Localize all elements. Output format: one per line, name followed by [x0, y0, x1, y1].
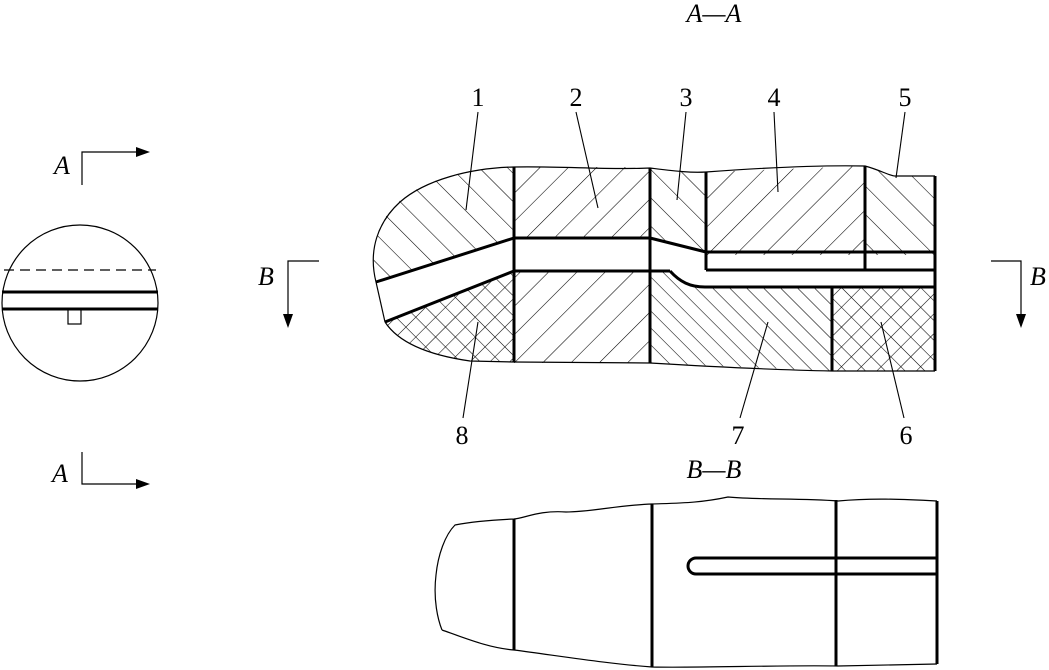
part-1-region	[373, 167, 514, 282]
part-5-region	[865, 166, 935, 255]
section-bb-view	[434, 496, 939, 668]
section-aa-view: 1 2 3 4 5 6 7 8	[372, 83, 937, 450]
end-view-outline	[1, 224, 159, 382]
leader-2	[575, 111, 599, 209]
leader-6	[880, 321, 905, 419]
part-number-5: 5	[899, 83, 912, 112]
bb-runner-slot	[686, 556, 937, 576]
part-number-3: 3	[680, 83, 693, 112]
part-number-6: 6	[900, 421, 913, 450]
part-number-4: 4	[768, 83, 781, 112]
key-slot	[67, 308, 82, 325]
section-title-bb: B—B	[687, 455, 742, 484]
cut-mark-b-left: B	[258, 260, 319, 328]
cut-mark-b-right-label: B	[1030, 262, 1046, 291]
channel-lower-curve	[668, 269, 935, 289]
end-view	[1, 224, 159, 382]
break-line-top	[372, 165, 935, 283]
section-title-aa: A—A	[685, 0, 742, 28]
part-number-2: 2	[570, 83, 583, 112]
leader-7	[739, 321, 769, 419]
cut-mark-b-right: B	[991, 260, 1046, 328]
channel-nose-edge	[375, 281, 386, 323]
part-3-region	[650, 168, 706, 252]
part-number-7: 7	[732, 421, 745, 450]
leader-5	[895, 111, 906, 179]
part-8-region	[385, 271, 514, 362]
bb-outline-top	[434, 496, 938, 631]
cut-mark-a-bottom-label: A	[50, 459, 68, 488]
part-2-region	[514, 167, 650, 238]
bb-outline-bottom	[441, 629, 938, 668]
break-line-bottom	[384, 321, 935, 372]
part-2-lower-region	[514, 271, 650, 363]
cut-mark-a-bottom: A	[50, 452, 150, 489]
part-number-1: 1	[472, 83, 485, 112]
part-number-8: 8	[456, 421, 469, 450]
leader-4	[773, 111, 779, 193]
leader-1	[465, 111, 479, 211]
cut-mark-a-top-label: A	[52, 151, 70, 180]
cut-mark-b-left-label: B	[258, 262, 274, 291]
leader-3	[676, 111, 687, 201]
cut-mark-a-top: A	[52, 147, 150, 185]
part-7-region	[650, 271, 832, 371]
part-4-region	[706, 166, 865, 255]
leader-8	[462, 321, 479, 419]
part-6-region	[832, 287, 935, 371]
